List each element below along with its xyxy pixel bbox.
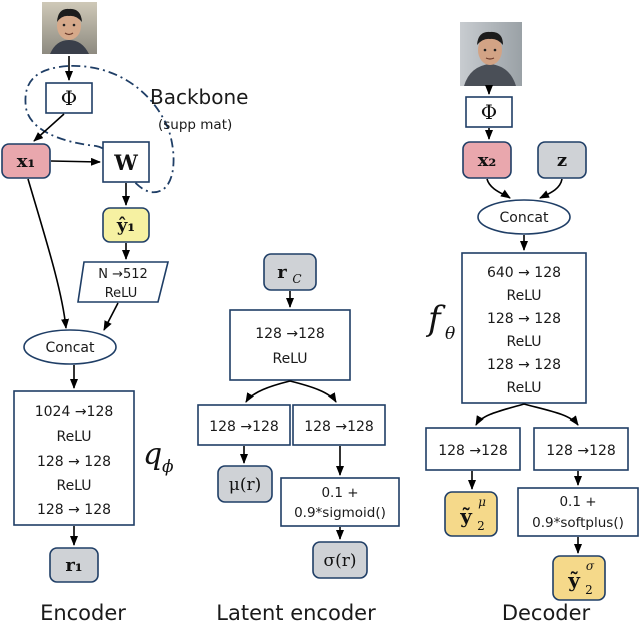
latent-mu-head-label: 128 →128 <box>209 419 279 435</box>
latent-mlp-box <box>229 309 351 381</box>
encoder-mlp-line: 1024 →128 <box>35 404 114 420</box>
rc-label: r <box>277 262 287 283</box>
rc-box <box>263 253 317 291</box>
encoder-mlp-line: 128 → 128 <box>37 454 111 470</box>
w-box <box>102 141 150 183</box>
x2-box <box>462 141 512 179</box>
projection-line-2: ReLU <box>105 286 138 301</box>
encoder-phi-symbol: Φ <box>61 86 77 110</box>
y2-sigma-base: ỹ <box>567 568 581 592</box>
backbone-note: (supp mat) <box>158 117 232 133</box>
y2-mu-subscript: 2 <box>477 519 485 533</box>
encoder-mlp-line: ReLU <box>56 478 91 494</box>
latent-mu-head-box <box>197 404 291 446</box>
y1-hat-label: ŷ₁ <box>116 215 135 236</box>
arrow <box>486 178 511 199</box>
rc-subscript: C <box>292 272 301 286</box>
y2-mu-box <box>444 491 498 537</box>
sigma-r-label: σ(r) <box>324 551 357 571</box>
y2-sigma-box <box>552 555 606 601</box>
decoder-concat-node <box>477 199 571 235</box>
projection-trapezoid <box>77 261 170 303</box>
z-label: z <box>557 150 567 171</box>
decoder-title: Decoder <box>502 601 591 624</box>
latent-mlp-line: ReLU <box>272 351 307 367</box>
arrow <box>289 380 337 403</box>
arrow <box>523 403 579 426</box>
face-photo-icon <box>42 2 97 54</box>
decoder-phi-box <box>465 96 513 128</box>
backbone-label: Backbone <box>150 85 248 109</box>
latent-encoder-column: r C 128 →128 ReLU 128 →128 128 →128 μ(r)… <box>197 253 400 624</box>
encoder-title: Encoder <box>40 601 126 624</box>
z-box <box>537 141 587 179</box>
decoder-sigma-head-box <box>533 427 629 471</box>
decoder-mlp-line: ReLU <box>506 334 541 350</box>
latent-mlp-line: 128 →128 <box>255 326 325 342</box>
f-theta-subscript: θ <box>445 324 455 344</box>
latent-encoder-title: Latent encoder <box>216 601 376 624</box>
latent-sigma-head-box <box>292 404 386 446</box>
sigmoid-line: 0.9*sigmoid() <box>294 505 386 521</box>
x2-label: x₂ <box>478 150 497 171</box>
x1-label: x₁ <box>17 151 36 172</box>
arrow <box>33 113 65 142</box>
encoder-mlp-box <box>13 390 135 526</box>
decoder-sigma-head-label: 128 →128 <box>546 443 616 459</box>
decoder-mlp-line: 128 → 128 <box>487 357 561 373</box>
arrow <box>27 178 70 329</box>
sigmoid-line: 0.1 + <box>321 485 358 501</box>
mu-r-label: μ(r) <box>229 475 261 495</box>
sigma-r-box <box>312 541 368 579</box>
arrow <box>103 302 119 331</box>
face-photo-icon <box>460 22 522 86</box>
encoder-concat-node <box>23 329 117 365</box>
y2-mu-superscript: μ <box>478 495 486 509</box>
arrow <box>245 380 291 403</box>
softplus-line: 0.1 + <box>559 494 596 510</box>
decoder-mu-head-box <box>425 427 521 471</box>
y1-hat-box <box>102 207 150 243</box>
y2-mu-base: ỹ <box>459 504 473 528</box>
decoder-mu-head-label: 128 →128 <box>438 443 508 459</box>
decoder-phi-symbol: Φ <box>481 100 497 124</box>
r1-label: r₁ <box>65 555 82 576</box>
softplus-box <box>517 487 639 537</box>
q-phi-subscript: ϕ <box>162 457 174 477</box>
y2-sigma-subscript: 2 <box>585 583 593 597</box>
f-theta-symbol: f <box>425 299 446 339</box>
sigmoid-box <box>280 477 400 527</box>
encoder-column: Backbone (supp mat) Φ x₁ W ŷ₁ N →512 ReL… <box>1 2 248 624</box>
latent-sigma-head-label: 128 →128 <box>304 419 374 435</box>
softplus-line: 0.9*softplus() <box>532 515 624 531</box>
q-phi-symbol: q <box>143 437 162 472</box>
decoder-mlp-box <box>461 252 587 404</box>
decoder-concat-label: Concat <box>500 210 549 226</box>
encoder-concat-label: Concat <box>46 340 95 356</box>
arrow <box>50 157 101 166</box>
w-label: W <box>113 150 138 175</box>
y2-sigma-superscript: σ <box>586 559 595 573</box>
arrow <box>539 178 563 199</box>
r1-box <box>49 547 99 583</box>
encoder-mlp-line: ReLU <box>56 429 91 445</box>
decoder-column: Φ x₂ z Concat 640 → 128 ReLU 128 → 128 R… <box>425 22 639 624</box>
decoder-mlp-line: ReLU <box>506 380 541 396</box>
encoder-phi-box <box>45 82 93 114</box>
mu-r-box <box>217 465 273 503</box>
decoder-mlp-line: 640 → 128 <box>487 265 561 281</box>
projection-line-1: N →512 <box>98 267 148 282</box>
x1-box <box>1 143 51 179</box>
decoder-mlp-line: 128 → 128 <box>487 311 561 327</box>
encoder-mlp-line: 128 → 128 <box>37 502 111 518</box>
decoder-mlp-line: ReLU <box>506 288 541 304</box>
arrow <box>475 403 525 426</box>
